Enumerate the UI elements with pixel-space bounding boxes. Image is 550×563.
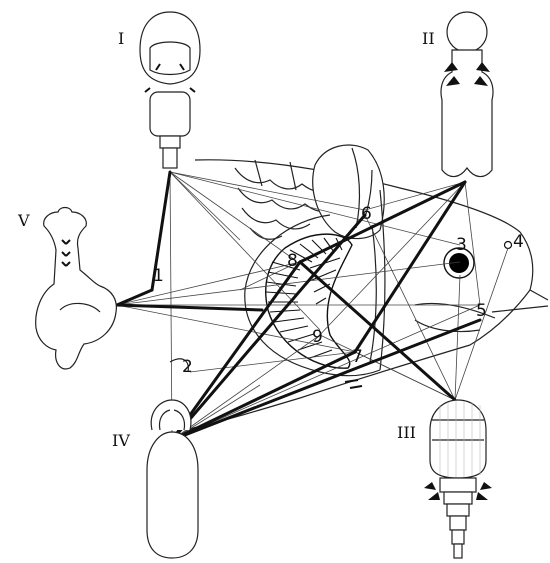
label-site-8: 8 xyxy=(287,251,298,271)
marker-dashes xyxy=(345,380,362,388)
label-copepod-III: III xyxy=(397,423,416,442)
copepod-III xyxy=(424,400,492,558)
label-copepod-I: I xyxy=(118,29,124,48)
label-site-2: 2 xyxy=(182,357,193,377)
label-site-7: 7 xyxy=(352,347,363,367)
label-site-6: 6 xyxy=(361,204,372,224)
label-copepod-II: II xyxy=(422,29,435,48)
label-site-9: 9 xyxy=(312,327,323,347)
label-site-4: 4 xyxy=(513,232,524,252)
copepod-II xyxy=(441,12,493,177)
label-site-5: 5 xyxy=(476,301,487,321)
label-site-1: 1 xyxy=(153,266,164,286)
copepod-V xyxy=(36,208,117,369)
copepod-IV xyxy=(147,359,198,558)
label-copepod-IV: IV xyxy=(112,431,130,450)
pectoral-fin xyxy=(313,145,384,239)
label-copepod-V: V xyxy=(17,211,30,230)
gill-arch xyxy=(266,234,352,368)
label-site-3: 3 xyxy=(456,235,467,255)
nostril-marker xyxy=(505,242,512,249)
copepod-I xyxy=(140,12,200,168)
